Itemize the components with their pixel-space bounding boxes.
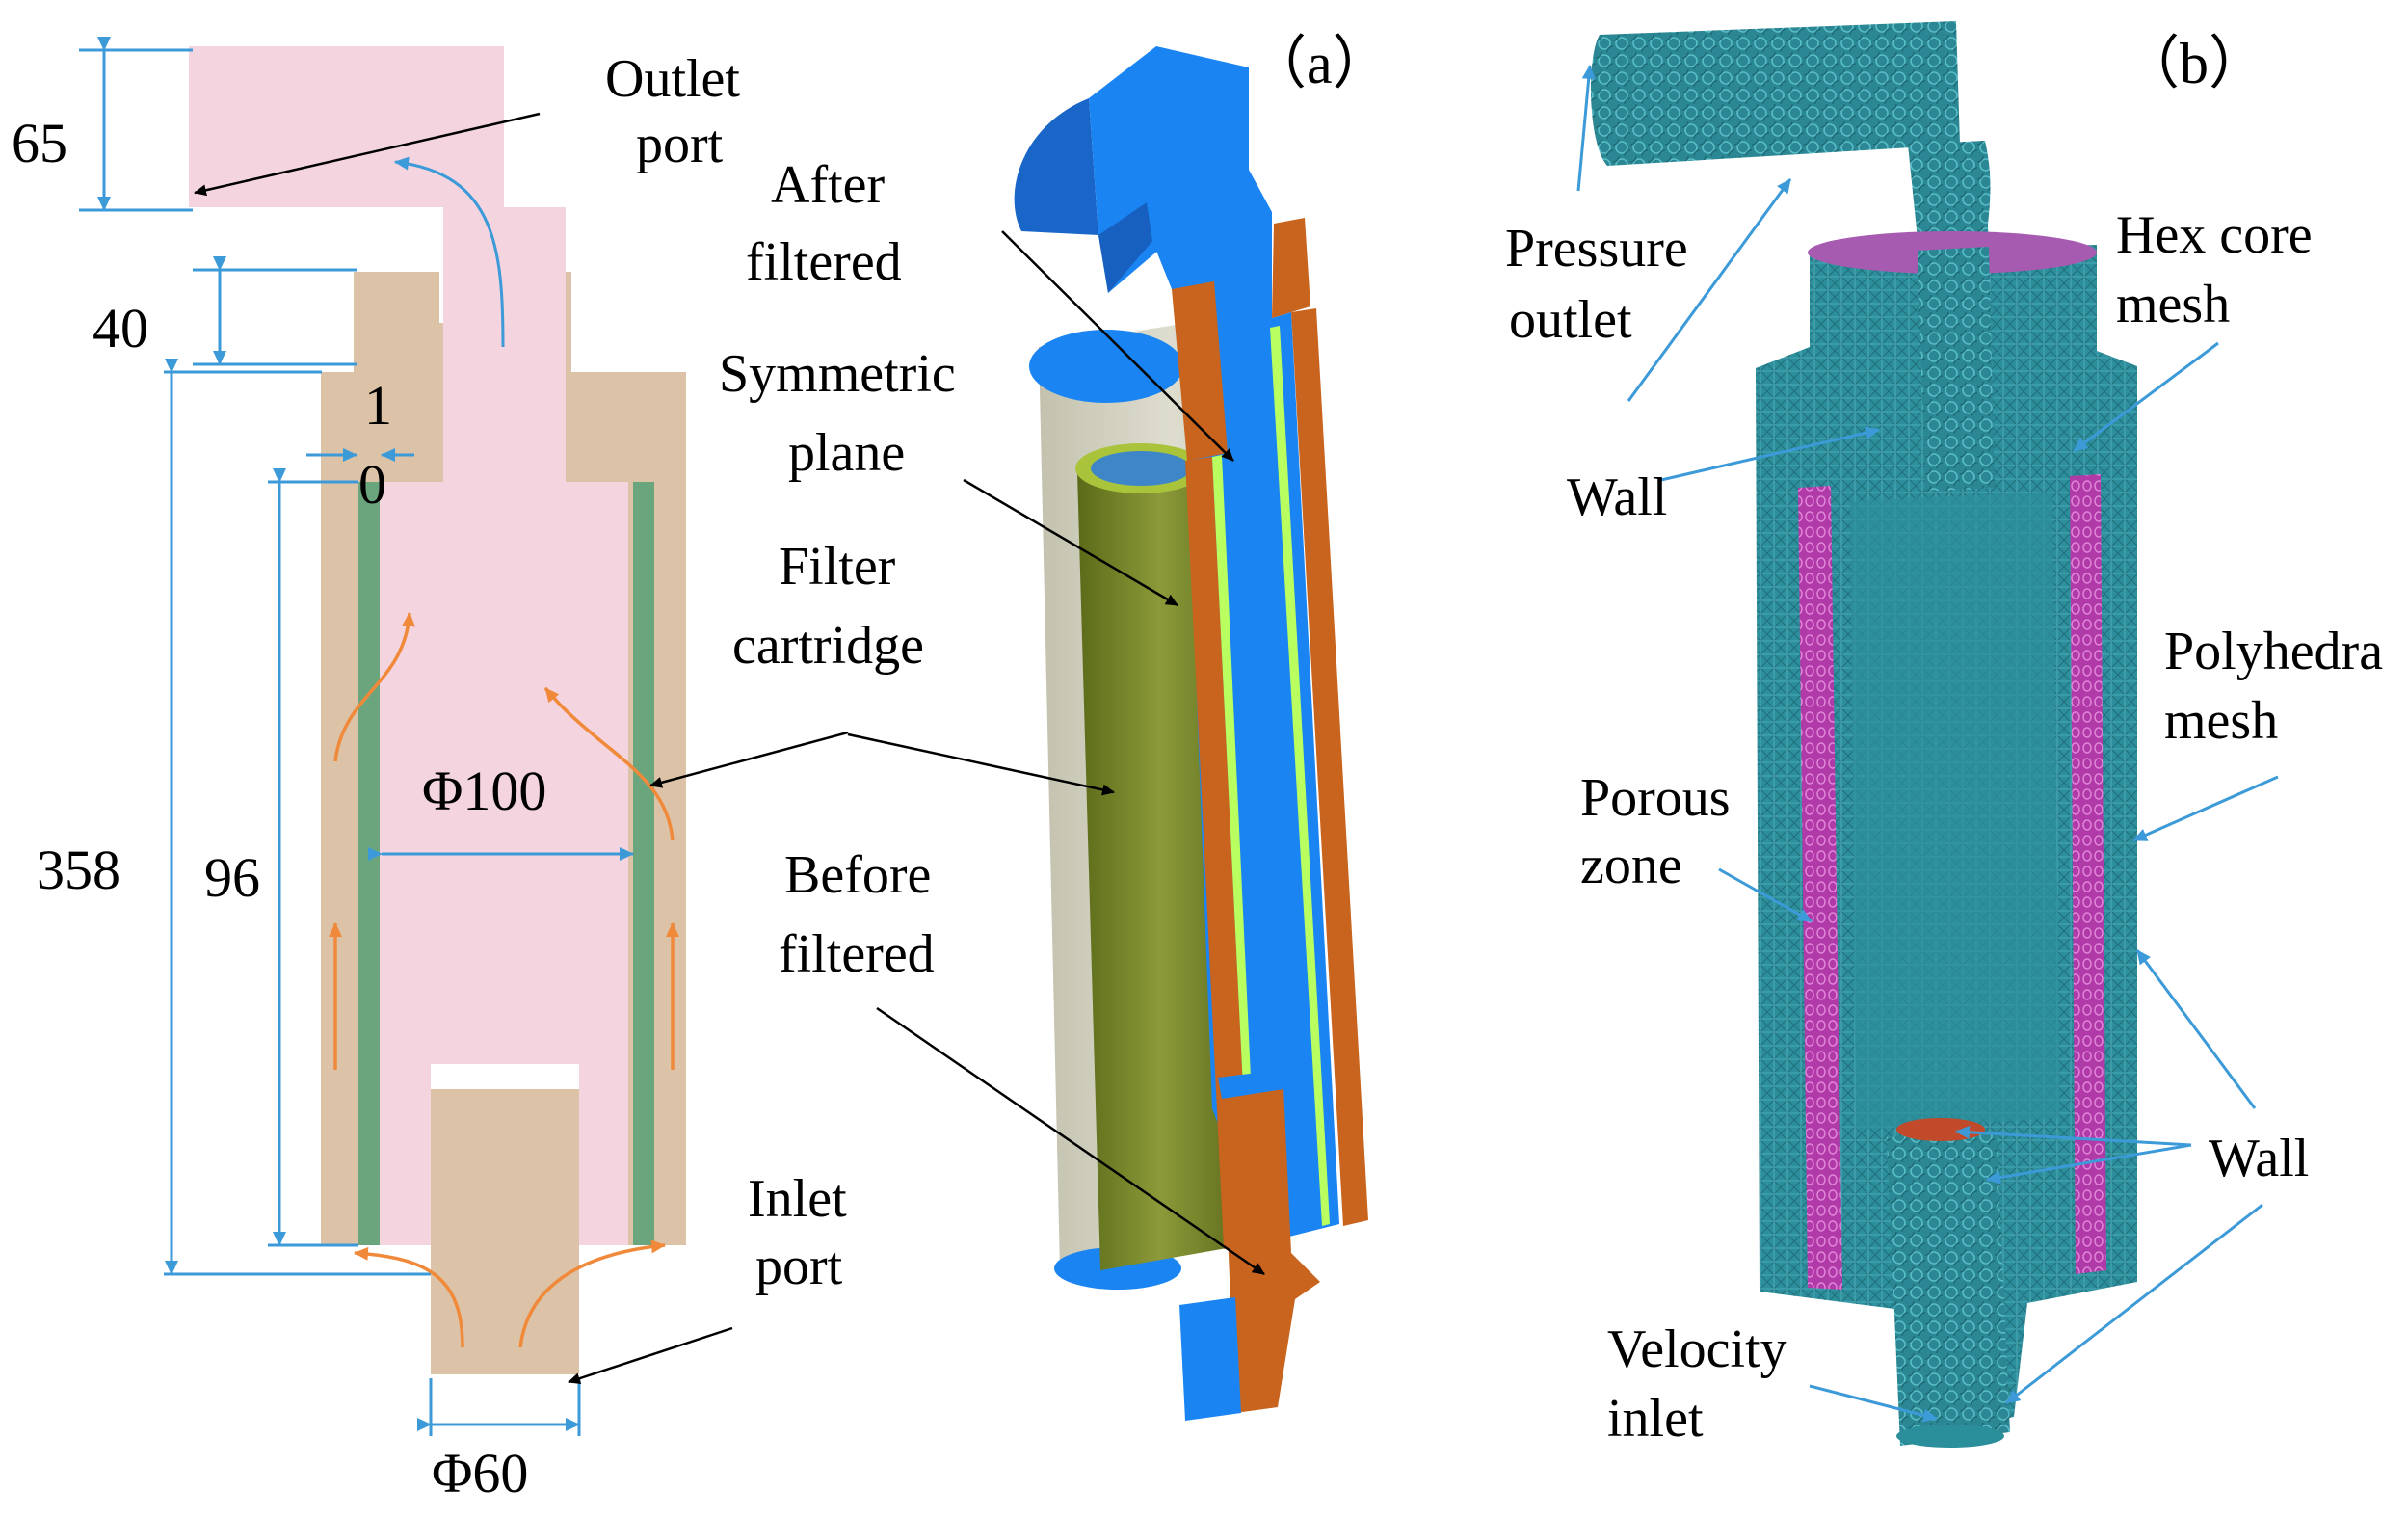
dim-phi100: Φ100: [422, 759, 546, 822]
section-drawing: 65 40 358 96 1 0 Φ100 Φ60 Outlet port In…: [12, 37, 860, 1505]
dim-65: 65: [12, 112, 67, 174]
dimension-lines: [79, 37, 634, 1436]
label-symmetric-plane: Symmetric plane: [719, 344, 969, 483]
label-wall-bottom: Wall: [2209, 1129, 2309, 1188]
mesh-view: （b） Pressure outlet Hex core mesh Wall P…: [1505, 21, 2396, 1449]
label-wall-top: Wall: [1567, 467, 1667, 527]
dim-40: 40: [93, 297, 148, 360]
cad-section-bottom: [1222, 1087, 1320, 1413]
porous-zone-left: [1798, 486, 1842, 1290]
inlet-tube: [431, 1089, 579, 1374]
panel-label-a: （a）: [1249, 32, 1390, 95]
dim-358: 358: [37, 839, 120, 901]
fluid-domain: [189, 46, 628, 1245]
label-velocity-inlet: Velocity inlet: [1607, 1319, 1801, 1449]
flow-arrows: [329, 156, 679, 1348]
filter-left: [358, 482, 380, 1245]
label-inlet-port: Inlet port: [748, 1169, 860, 1296]
dim-96: 96: [204, 846, 260, 909]
panel-label-b: （b）: [2122, 32, 2266, 95]
dim-10-bottom: 0: [358, 453, 386, 516]
label-pressure-outlet: Pressure outlet: [1505, 219, 1702, 350]
mesh-inlet-pipe: [1887, 1132, 2010, 1446]
label-outlet-port: Outlet port: [605, 49, 754, 174]
cad-view: （a） After filtered Symmetric plane Filte…: [719, 32, 1390, 1421]
label-before-filtered: Before filtered: [779, 845, 944, 984]
cad-shell-top: [1029, 330, 1183, 403]
dim-10-top: 1: [364, 374, 392, 437]
cad-section-top: [1172, 281, 1228, 461]
dim-phi60: Φ60: [432, 1442, 528, 1505]
filter-right: [633, 482, 654, 1245]
label-after-filtered: After filtered: [746, 155, 902, 292]
mesh-core: [1850, 492, 2060, 1130]
label-filter-cartridge: Filter cartridge: [732, 537, 924, 676]
label-hex-core-mesh: Hex core mesh: [2116, 205, 2326, 334]
inlet-gap: [431, 1064, 579, 1089]
mesh-outlet-pipe: [1590, 21, 1960, 166]
label-porous-zone: Porous zone: [1580, 768, 1744, 895]
cad-outlet-elbow: [1014, 98, 1098, 235]
porous-zone-right: [2070, 474, 2106, 1274]
label-polyhedra-mesh: Polyhedra mesh: [2164, 622, 2396, 751]
